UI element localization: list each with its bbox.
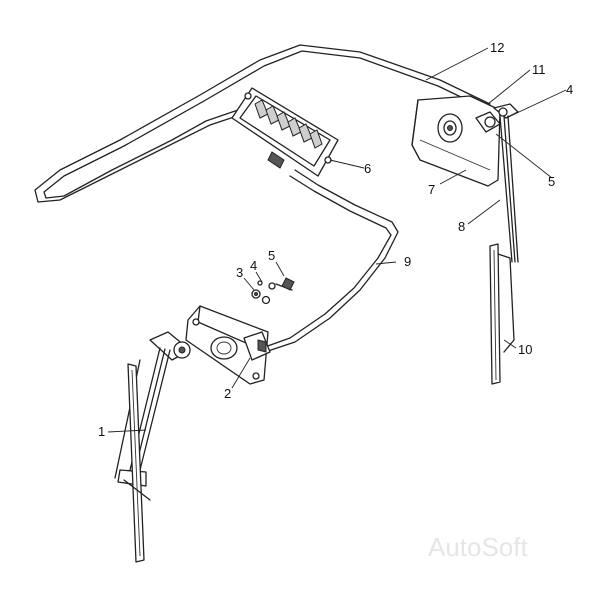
front-wiper-arm (114, 331, 191, 487)
callout-4-front: 4 (250, 258, 257, 273)
callout-11: 11 (532, 62, 546, 77)
callout-5-front: 5 (268, 248, 275, 263)
callout-12: 12 (490, 40, 504, 55)
rear-wiper-blade (489, 243, 515, 385)
leader-lines (107, 47, 567, 433)
wire-harness-9 (261, 169, 399, 353)
callout-5-rear: 5 (548, 174, 555, 189)
callout-3: 3 (236, 265, 243, 280)
front-wiper-blade (123, 363, 151, 563)
callout-4-rear: 4 (566, 82, 573, 97)
watermark: AutoSoft (428, 532, 529, 562)
callout-9: 9 (404, 254, 411, 269)
callout-1: 1 (98, 424, 105, 439)
rear-wiper-motor (411, 95, 501, 187)
callout-6: 6 (364, 161, 371, 176)
callout-10: 10 (518, 342, 532, 357)
switch-panel (231, 87, 339, 177)
wire-harness-12 (34, 44, 491, 203)
callout-2: 2 (224, 386, 231, 401)
fastener-set-front (251, 277, 295, 305)
front-wiper-motor (185, 305, 271, 385)
callout-8: 8 (458, 219, 465, 234)
callout-7: 7 (428, 182, 435, 197)
